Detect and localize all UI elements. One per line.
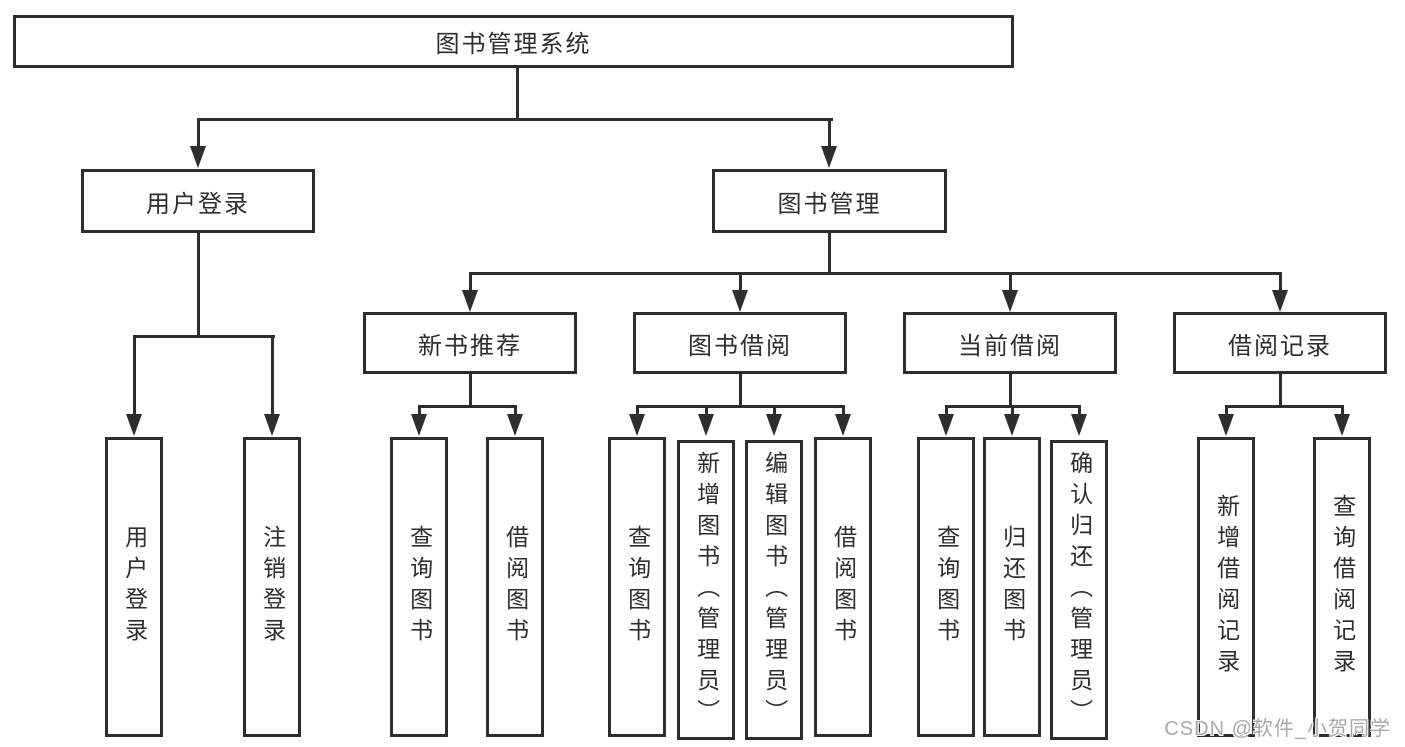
arrowhead-icon — [629, 414, 645, 436]
connector-arrow-shaft — [418, 405, 421, 417]
node-leaf-nbr-borrow-book: 借阅图书 — [486, 437, 544, 737]
connector-arrow-shaft — [1279, 272, 1282, 292]
arrowhead-icon — [264, 414, 280, 436]
node-leaf-cb-query-book: 查询图书 — [917, 437, 975, 737]
connector-arrow-shaft — [636, 405, 639, 417]
node-leaf-bb-add-book-admin: 新增图书（管理员） — [677, 440, 735, 740]
node-label: 用户登录 — [146, 190, 250, 218]
node-label: 注销登录 — [259, 525, 286, 649]
connector-arrow-shaft — [1341, 405, 1344, 417]
node-label: 新增借阅记录 — [1213, 494, 1240, 680]
connector-arrow-shaft — [271, 335, 274, 415]
arrowhead-icon — [698, 414, 714, 436]
csdn-watermark: CSDN @软件_小贺同学 — [1164, 718, 1391, 740]
connector-group-stem — [469, 374, 472, 407]
connector-arrow-shaft — [705, 405, 708, 417]
connector-level3-rail — [469, 272, 1282, 275]
node-leaf-bb-query-book: 查询图书 — [608, 437, 666, 737]
arrowhead-icon — [766, 414, 782, 436]
node-book-management: 图书管理 — [712, 169, 947, 233]
node-book-borrow: 图书借阅 — [633, 312, 847, 374]
connector-group-rail — [636, 405, 845, 408]
node-label: 编辑图书（管理员） — [761, 450, 788, 730]
connector-arrow-shaft — [133, 335, 136, 415]
node-label: 图书借阅 — [688, 332, 792, 360]
node-current-borrow: 当前借阅 — [903, 312, 1117, 374]
connector-arrow-shaft — [842, 405, 845, 417]
node-new-book-recommend: 新书推荐 — [363, 312, 577, 374]
connector-group-stem — [739, 374, 742, 407]
connector-arrow-shaft — [1009, 272, 1012, 292]
node-label: 查询图书 — [406, 525, 433, 649]
connector-arrow-shaft — [773, 405, 776, 417]
connector-arrow-shaft — [1011, 405, 1014, 417]
node-label: 确认归还（管理员） — [1066, 450, 1093, 730]
connector-arrow-shaft — [197, 118, 200, 148]
node-label: 当前借阅 — [958, 332, 1062, 360]
connector-group-stem — [1279, 374, 1282, 407]
node-leaf-cb-return-book: 归还图书 — [983, 437, 1041, 737]
node-label: 借阅图书 — [830, 525, 857, 649]
connector-arrow-shaft — [1078, 405, 1081, 417]
arrowhead-icon — [821, 146, 837, 168]
connector-root-stem — [516, 68, 519, 120]
node-leaf-nbr-query-book: 查询图书 — [390, 437, 448, 737]
arrowhead-icon — [1218, 414, 1234, 436]
node-leaf-br-query-record: 查询借阅记录 — [1313, 437, 1371, 737]
connector-group-rail — [418, 405, 517, 408]
arrowhead-icon — [126, 414, 142, 436]
connector-user-login-rail — [133, 335, 275, 338]
arrowhead-icon — [507, 414, 523, 436]
node-leaf-logout: 注销登录 — [243, 437, 301, 737]
node-label: 图书管理 — [777, 190, 882, 218]
node-borrow-records: 借阅记录 — [1173, 312, 1387, 374]
node-leaf-user-login: 用户登录 — [105, 437, 163, 737]
node-leaf-br-add-record: 新增借阅记录 — [1197, 437, 1255, 737]
arrowhead-icon — [462, 290, 478, 312]
node-label: 新书推荐 — [418, 332, 522, 360]
node-label: 借阅图书 — [502, 525, 529, 649]
arrowhead-icon — [938, 414, 954, 436]
node-root: 图书管理系统 — [13, 15, 1014, 68]
node-label: 查询借阅记录 — [1329, 494, 1356, 680]
node-label: 查询图书 — [624, 525, 651, 649]
arrowhead-icon — [732, 290, 748, 312]
node-root-label: 图书管理系统 — [435, 31, 592, 58]
node-label: 用户登录 — [121, 525, 148, 649]
arrowhead-icon — [1002, 290, 1018, 312]
connector-arrow-shaft — [945, 405, 948, 417]
connector-level2-rail — [197, 118, 833, 121]
connector-arrow-shaft — [739, 272, 742, 292]
connector-arrow-shaft — [828, 118, 831, 148]
node-label: 新增图书（管理员） — [693, 450, 720, 730]
connector-book-mgmt-stem — [828, 233, 831, 275]
connector-group-stem — [1009, 374, 1012, 407]
node-label: 借阅记录 — [1228, 332, 1332, 360]
connector-arrow-shaft — [1225, 405, 1228, 417]
arrowhead-icon — [1071, 414, 1087, 436]
node-leaf-bb-edit-book-admin: 编辑图书（管理员） — [745, 440, 803, 740]
arrowhead-icon — [1004, 414, 1020, 436]
arrowhead-icon — [835, 414, 851, 436]
node-label: 归还图书 — [999, 525, 1026, 649]
connector-user-login-stem — [197, 233, 200, 337]
connector-arrow-shaft — [514, 405, 517, 417]
node-label: 查询图书 — [933, 525, 960, 649]
arrowhead-icon — [411, 414, 427, 436]
arrowhead-icon — [1272, 290, 1288, 312]
connector-arrow-shaft — [469, 272, 472, 292]
node-user-login: 用户登录 — [81, 169, 315, 233]
node-leaf-cb-confirm-return-admin: 确认归还（管理员） — [1050, 440, 1108, 740]
arrowhead-icon — [1334, 414, 1350, 436]
node-leaf-bb-borrow-book: 借阅图书 — [814, 437, 872, 737]
connector-group-rail — [1225, 405, 1344, 408]
arrowhead-icon — [190, 146, 206, 168]
